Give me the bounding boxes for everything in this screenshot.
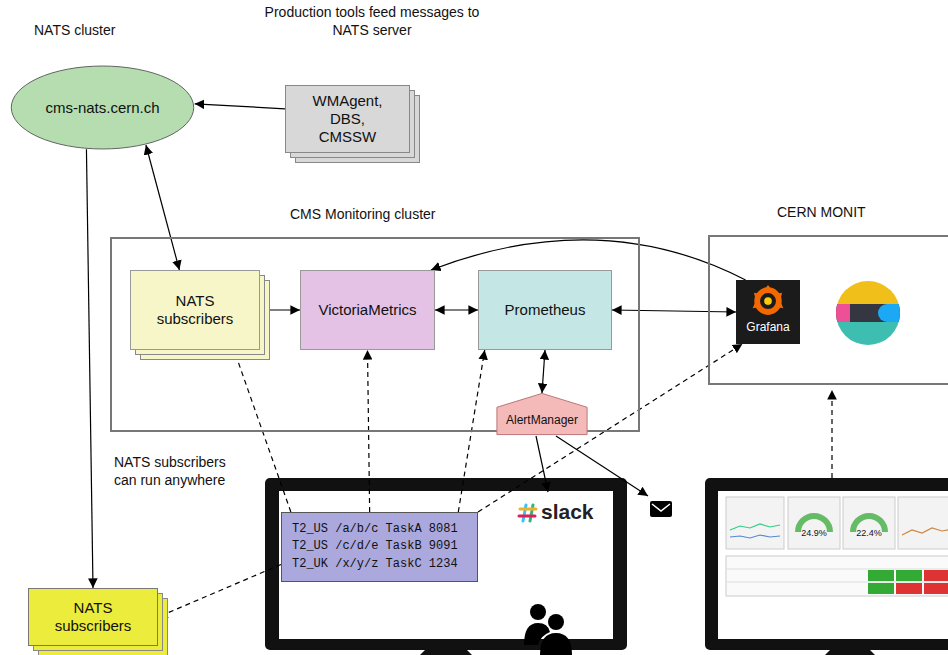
node-label: NATS subscribers — [37, 599, 149, 635]
alert-arrow — [556, 436, 648, 496]
slack-icon — [519, 505, 536, 521]
group-heading: CERN MONIT — [774, 204, 869, 221]
connector — [195, 104, 285, 109]
alert-arrow — [536, 436, 548, 492]
dashed-connector — [158, 565, 281, 618]
connector — [612, 310, 736, 312]
monitor-left — [265, 478, 627, 655]
dashed-arrow — [831, 390, 832, 478]
node-label: NATS subscribers — [139, 292, 251, 328]
node-label: VictoriaMetrics — [318, 301, 416, 319]
terminal-line: T2_UK /x/y/z TaskC 1234 — [292, 556, 458, 573]
connector — [86, 149, 93, 588]
people-icon — [524, 604, 572, 655]
connector — [260, 309, 300, 310]
grafana-outline — [736, 280, 800, 344]
note-label: Production tools feed messages to NATS s… — [262, 4, 482, 39]
gauge-value: 24.9% — [795, 528, 833, 539]
node-label: AlertManager — [506, 413, 578, 427]
elastic-logo — [834, 280, 908, 348]
connector — [542, 350, 545, 393]
dashed-connector — [478, 344, 742, 512]
group-heading: CMS Monitoring cluster — [287, 206, 439, 223]
note-label: NATS subscribers can run anywhere — [114, 454, 244, 489]
source-box: WMAgent, DBS, CMSSW — [285, 85, 410, 153]
group-label: NATS cluster — [34, 22, 154, 40]
brand-label: slack — [541, 499, 601, 525]
terminal-line: T2_US /a/b/c TaskA 8081 — [292, 521, 458, 538]
mail-icon — [650, 501, 672, 517]
monit-box: CERN MONITGrafana — [708, 235, 948, 385]
grafana-box: Grafana — [736, 280, 800, 344]
subscriber-box: NATS subscribers — [130, 270, 260, 350]
subscriber-box: NATS subscribers — [28, 588, 158, 646]
node-label: cms-nats.cern.ch — [45, 99, 159, 117]
terminal-box: T2_US /a/b/c TaskA 8081T2_US /c/d/e Task… — [281, 512, 478, 582]
connector — [435, 309, 478, 310]
gauge-value: 22.4% — [850, 528, 888, 539]
node-label: WMAgent, DBS, CMSSW — [306, 92, 389, 146]
storage-box: VictoriaMetrics — [300, 270, 435, 350]
node-label: Prometheus — [505, 301, 586, 319]
alert-box: AlertManager — [496, 393, 588, 435]
server-ellipse: cms-nats.cern.ch — [10, 65, 195, 150]
monitor-right — [705, 478, 948, 655]
connector — [146, 145, 179, 270]
terminal-line: T2_US /c/d/e TaskB 9091 — [292, 538, 458, 555]
process-box: Prometheus — [478, 270, 612, 350]
node-label: Grafana — [746, 320, 789, 334]
